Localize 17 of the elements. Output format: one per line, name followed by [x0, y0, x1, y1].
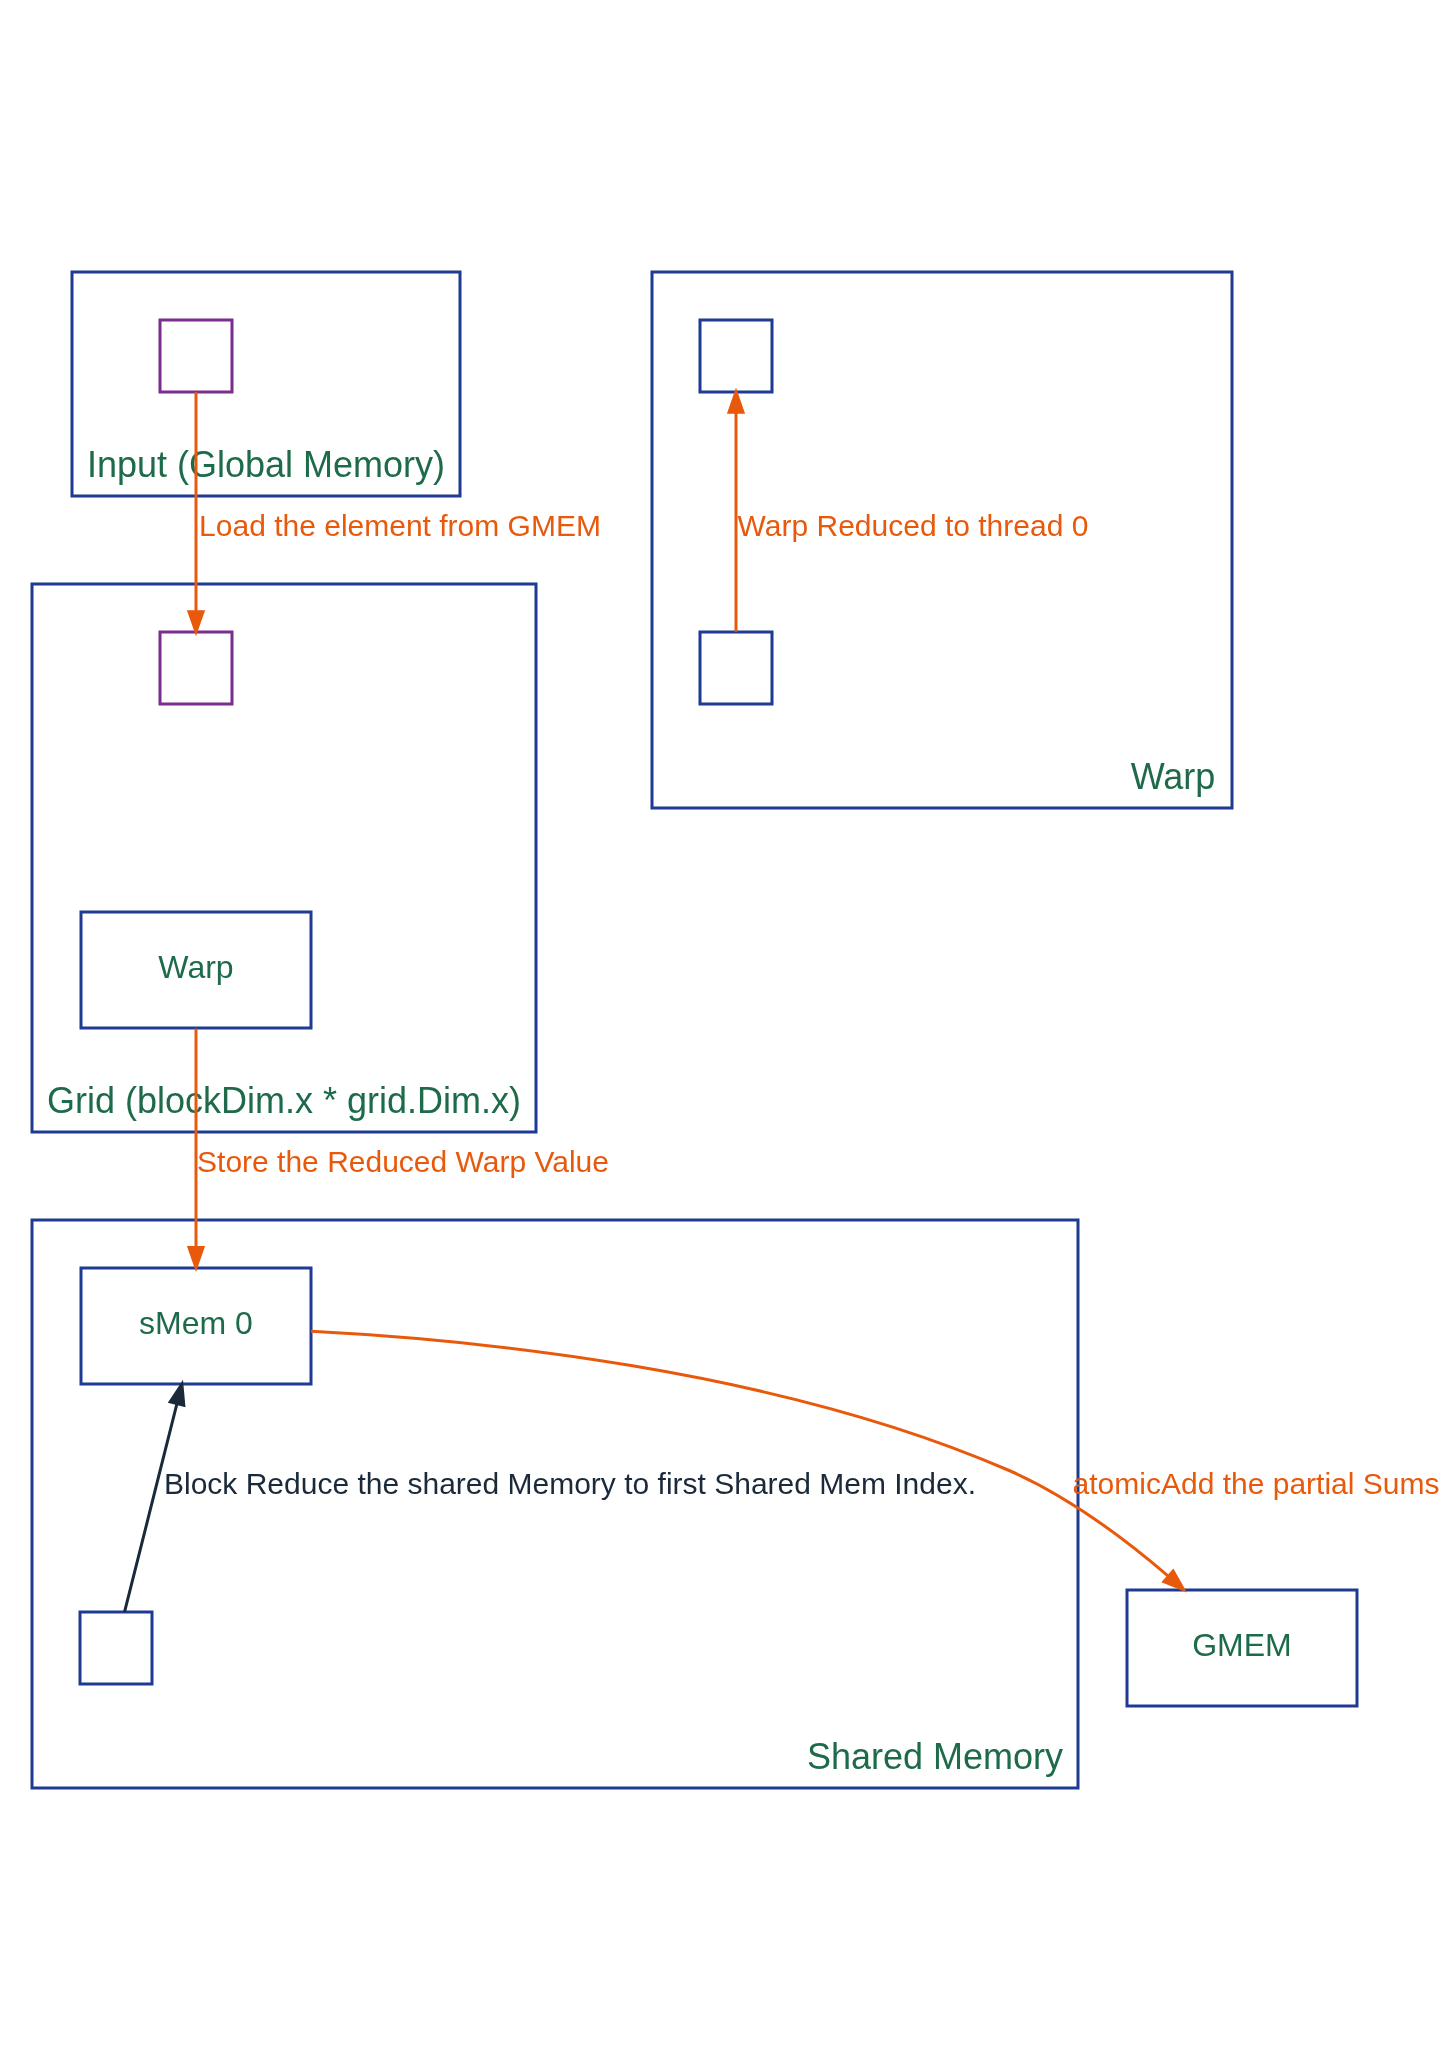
arrow: [726, 387, 746, 632]
node-box: [698, 630, 774, 705]
arrow: [186, 1028, 206, 1272]
node-box: [158, 630, 234, 705]
arrow: [186, 391, 206, 636]
node-box: [78, 1610, 154, 1685]
edge-label: Load the element from GMEM: [199, 508, 601, 542]
edge-label: Block Reduce the shared Memory to first Shared Mem Index.: [163, 1466, 977, 1500]
node-box: [698, 318, 774, 393]
arrow: [311, 1329, 1187, 1592]
edge-label: Store the Reduced Warp Value: [197, 1144, 609, 1178]
node-box: GMEM: [1125, 1588, 1359, 1707]
node-box: Warp: [79, 910, 313, 1029]
node-box: [158, 318, 234, 393]
arrow: [123, 1379, 186, 1612]
edge-label: Warp Reduced to thread 0: [737, 508, 1089, 542]
node-box: sMem 0: [79, 1266, 313, 1385]
